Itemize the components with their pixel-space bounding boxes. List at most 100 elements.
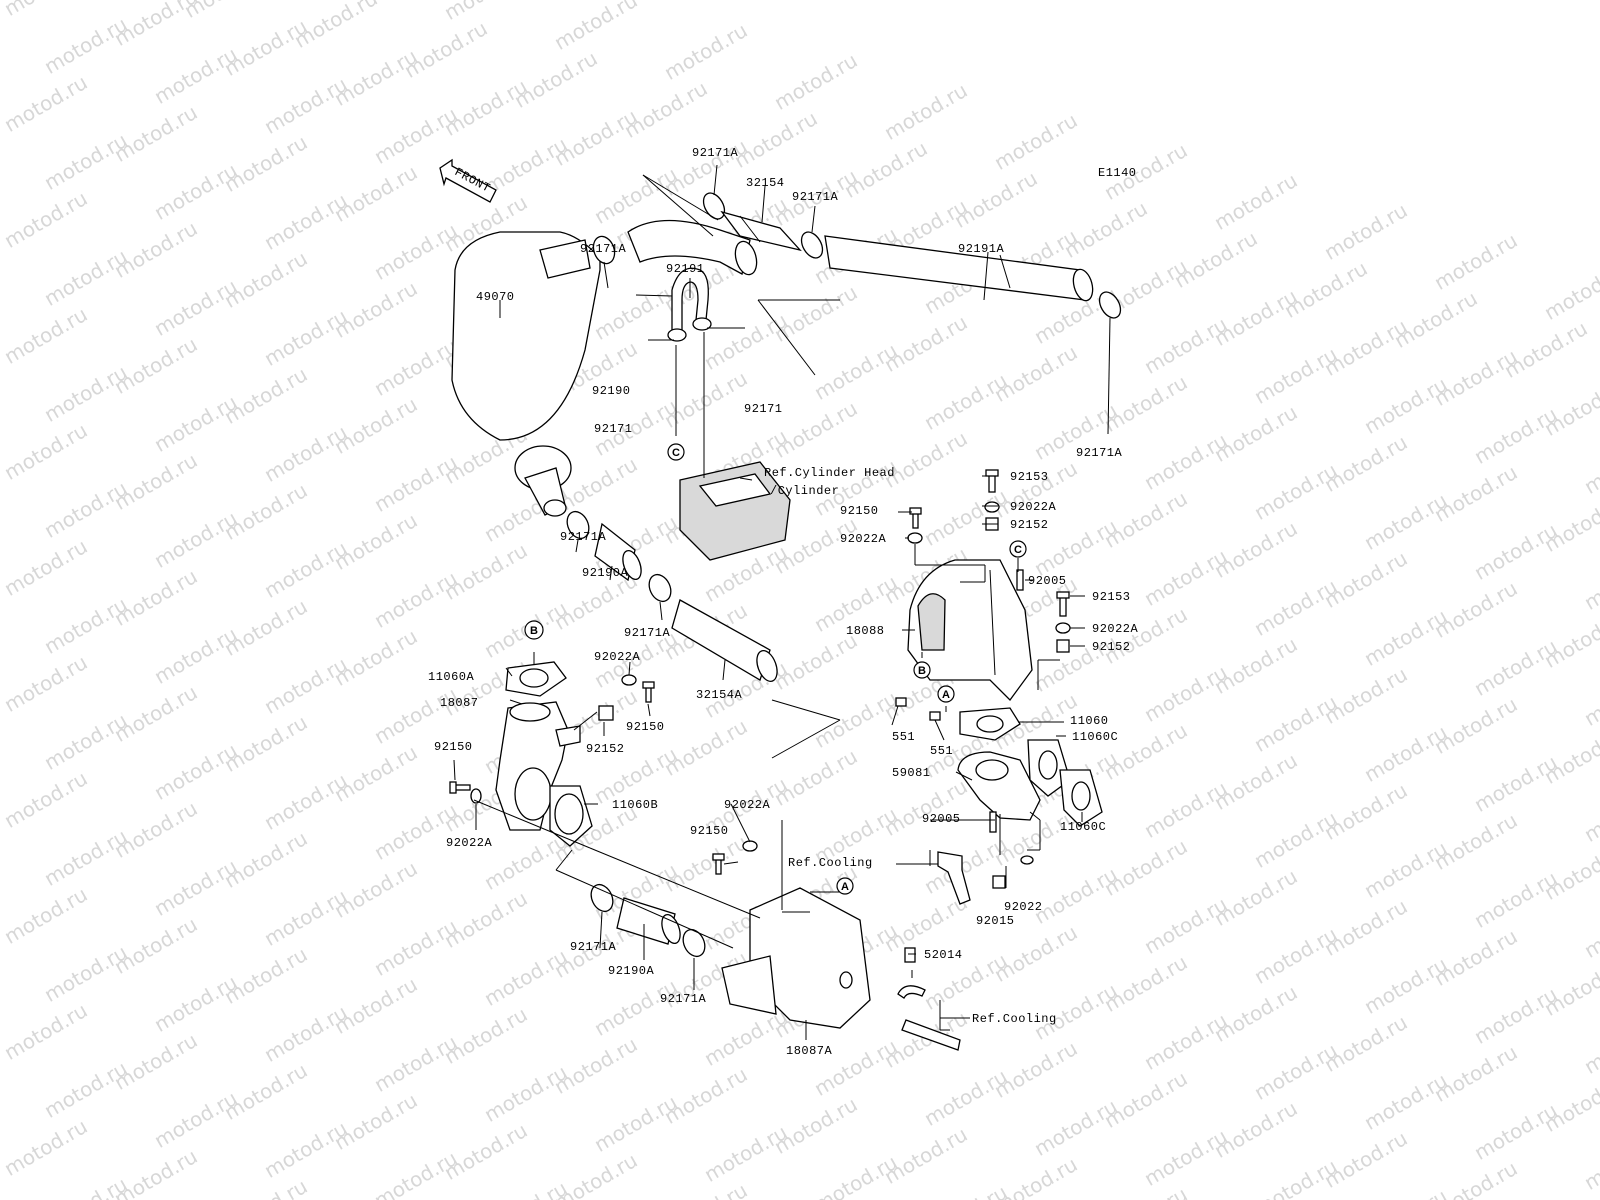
label-92171A: 92171A — [1076, 446, 1123, 460]
label-92022A: 92022A — [446, 836, 493, 850]
label-92150: 92150 — [840, 504, 879, 518]
washer-92022 — [1020, 855, 1034, 865]
diagram-code: E1140 — [1098, 166, 1137, 180]
callout-B-left: B — [524, 620, 544, 640]
callout-C-top: C — [667, 443, 685, 461]
muffler-49070 — [451, 231, 601, 517]
label-92190A: 92190A — [608, 964, 655, 978]
label-32154A: 32154A — [696, 688, 743, 702]
cooling-hose-ref-upper — [937, 851, 971, 905]
label-92171A: 92171A — [570, 940, 617, 954]
label-92171A: 92171A — [580, 242, 627, 256]
callout-A-mid: A — [937, 685, 955, 703]
gasket-11060 — [959, 707, 1021, 741]
stud-92005-top — [1016, 569, 1024, 591]
hose-92190 — [667, 267, 712, 342]
callout-A-bottom: A — [836, 877, 854, 895]
gasket-11060B — [549, 785, 593, 847]
sleeve-92190A-mid — [594, 522, 642, 582]
bolt-92150-bottom — [712, 853, 725, 875]
label-92190A: 92190A — [582, 566, 629, 580]
stud-92005-bottom — [989, 811, 997, 833]
gasket-11060C-a — [1027, 739, 1071, 797]
washer-92022A-top — [984, 501, 1000, 513]
bolt-92153-top — [985, 469, 999, 493]
sleeve-92190A-bottom — [616, 897, 681, 945]
clamp-92171A-right — [1098, 291, 1122, 319]
bolt-92150-left — [449, 781, 471, 794]
label-551: 551 — [930, 744, 953, 758]
waterbox-18087A — [721, 887, 871, 1029]
label-92150: 92150 — [626, 720, 665, 734]
dowel-551-a — [895, 697, 907, 707]
label-92150: 92150 — [434, 740, 473, 754]
manifold-18087 — [495, 701, 581, 831]
svg-text:B: B — [918, 665, 926, 677]
label-92191: 92191 — [666, 262, 705, 276]
washer-92022A-mid-left — [621, 674, 637, 686]
label-32154: 32154 — [746, 176, 785, 190]
clamp-92171A-mid-right — [648, 573, 672, 603]
label-18087: 18087 — [440, 696, 479, 710]
dowel-551-b — [929, 711, 941, 721]
hose-32154A — [671, 599, 778, 682]
collar-92152-left — [598, 705, 614, 721]
label-92150: 92150 — [690, 824, 729, 838]
label-92152: 92152 — [586, 742, 625, 756]
gasket-11060A — [505, 661, 567, 697]
svg-text:B: B — [530, 625, 538, 637]
label-92022: 92022 — [1004, 900, 1043, 914]
label-ref-cooling: Ref.Cooling — [788, 856, 873, 870]
pipe-92191 — [627, 219, 758, 276]
label-92005: 92005 — [922, 812, 961, 826]
label-49070: 49070 — [476, 290, 515, 304]
clamp-92171A-muffler-top — [592, 235, 616, 265]
label-59081: 59081 — [892, 766, 931, 780]
callout-B-right: B — [913, 661, 931, 679]
label-92190: 92190 — [592, 384, 631, 398]
front-arrow-icon: FRONT — [439, 158, 497, 203]
label-92022A: 92022A — [594, 650, 641, 664]
manifold-18088 — [907, 559, 1033, 701]
label-52014: 52014 — [924, 948, 963, 962]
svg-text:C: C — [1014, 544, 1022, 556]
svg-text:A: A — [942, 689, 950, 701]
label-ref-cylinder: /Cylinder — [770, 484, 839, 498]
label-92153: 92153 — [1010, 470, 1049, 484]
label-11060B: 11060B — [612, 798, 658, 812]
cooling-hose-ref-lower — [897, 985, 961, 1051]
label-92152: 92152 — [1092, 640, 1131, 654]
label-92015: 92015 — [976, 914, 1015, 928]
washer-92022A-mid — [1055, 622, 1071, 634]
washer-92022A-bottom — [742, 840, 758, 852]
label-92171: 92171 — [594, 422, 633, 436]
clamp-92171A-bottom-right — [682, 928, 706, 958]
label-92191A: 92191A — [958, 242, 1005, 256]
bolt-92150-mid-left — [642, 681, 655, 703]
pipe-92191A — [824, 235, 1094, 302]
label-92171A: 92171A — [792, 190, 839, 204]
bolt-92153-mid — [1056, 591, 1070, 617]
clamp-92171A-top-right — [800, 231, 824, 259]
label-ref-cylinder-head: Ref.Cylinder Head — [764, 466, 895, 480]
label-ref-cooling: Ref.Cooling — [972, 1012, 1057, 1026]
label-92022A: 92022A — [1010, 500, 1057, 514]
washer-92022A-left — [907, 532, 923, 544]
elbow-59081 — [957, 751, 1041, 821]
label-11060C: 11060C — [1060, 820, 1106, 834]
label-92171A: 92171A — [692, 146, 739, 160]
label-92022A: 92022A — [1092, 622, 1139, 636]
label-92022A: 92022A — [724, 798, 771, 812]
label-11060C: 11060C — [1072, 730, 1118, 744]
svg-text:C: C — [672, 447, 680, 459]
clamp-92171A-mid-left — [566, 510, 590, 540]
label-18087A: 18087A — [786, 1044, 833, 1058]
clamp-92171A-top-left — [702, 192, 726, 220]
label-18088: 18088 — [846, 624, 885, 638]
washer-92022A-lower-left — [470, 788, 482, 804]
callout-C-right: C — [1009, 540, 1027, 558]
bolt-92150-top — [909, 507, 922, 529]
leader-lines — [453, 164, 1111, 1040]
part-labels: 92171A 32154 92171A 92191 92171A 49070 9… — [428, 146, 1139, 1058]
